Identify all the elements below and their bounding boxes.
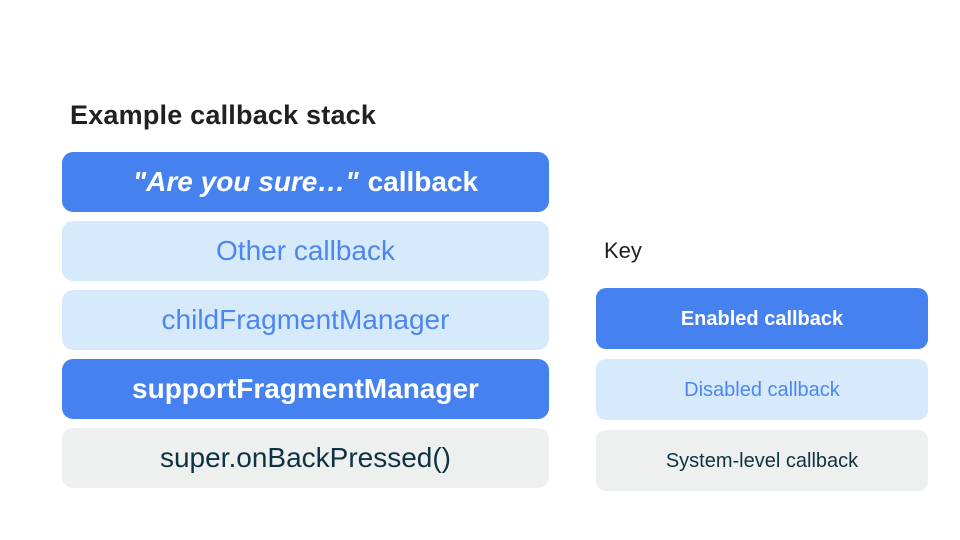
key-legend: Enabled callback Disabled callback Syste… [596,288,928,491]
key-item-disabled-callback: Disabled callback [596,359,928,420]
callback-stack: "Are you sure…" callback Other callback … [62,152,549,488]
stack-item-label-rest: callback [367,166,479,197]
key-title: Key [604,238,642,263]
key-item-system-level-callback: System-level callback [596,430,928,491]
stack-item-are-you-sure-callback: "Are you sure…" callback [62,152,549,212]
stack-item-other-callback: Other callback [62,221,549,281]
stack-item-supportfragmentmanager: supportFragmentManager [62,359,549,419]
stack-item-childfragmentmanager: childFragmentManager [62,290,549,350]
stack-item-label-quoted: "Are you sure…" [132,166,359,197]
key-item-enabled-callback: Enabled callback [596,288,928,349]
page-title: Example callback stack [70,100,377,130]
stack-item-super-onbackpressed: super.onBackPressed() [62,428,549,488]
